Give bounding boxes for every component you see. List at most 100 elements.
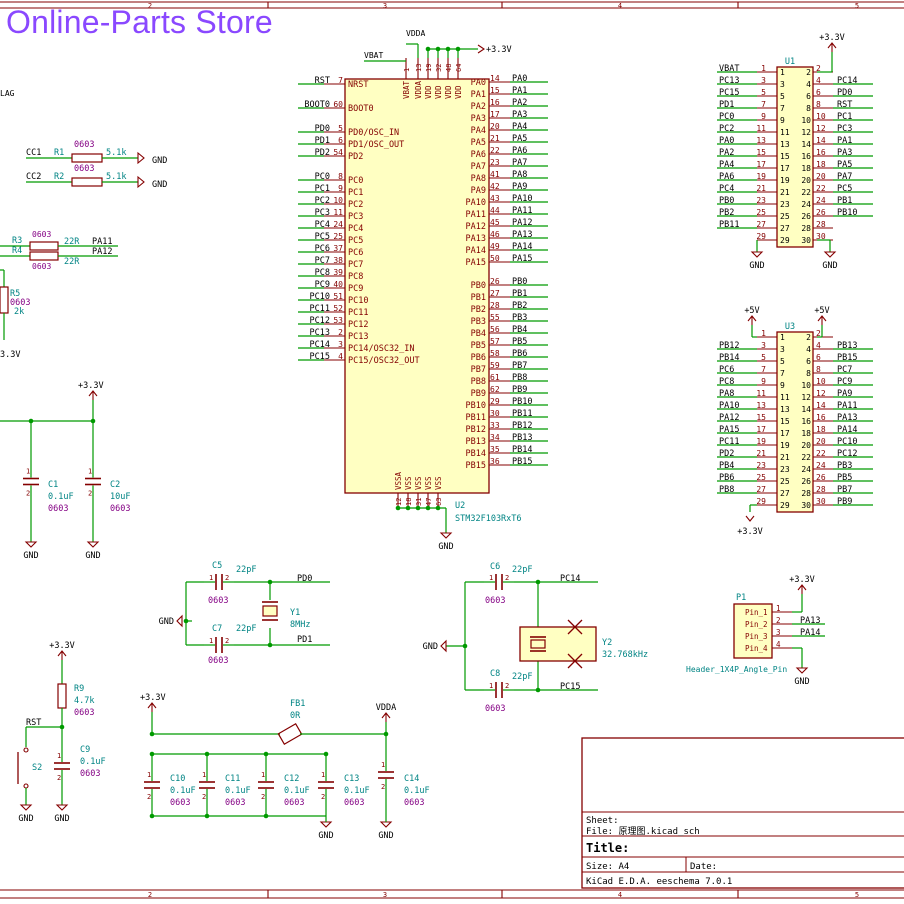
net-label: PA9 xyxy=(512,182,527,192)
pin-name: PA0 xyxy=(471,78,486,88)
mcu-body xyxy=(344,78,490,494)
pin-number-inner: 30 xyxy=(801,236,811,245)
pin-number: 15 xyxy=(490,86,500,95)
junction-dot xyxy=(149,731,155,737)
pin-name: PB9 xyxy=(471,389,486,399)
net-label: PC13 xyxy=(719,76,739,86)
gnd-symbol xyxy=(176,614,183,628)
pin-number-inner: 29 xyxy=(780,501,790,510)
pin-name: PA14 xyxy=(466,246,486,256)
pin-number-inner: 27 xyxy=(780,224,790,233)
pin-number-inner: 25 xyxy=(780,212,790,221)
gnd-symbol xyxy=(137,151,145,165)
ref-designator: C8 xyxy=(490,669,500,679)
ref-designator: U1 xyxy=(785,57,795,67)
pin-number: 31 xyxy=(415,498,423,506)
pin-number-inner: 21 xyxy=(780,453,790,462)
ferrite-bead xyxy=(277,722,303,746)
pin-number: 11 xyxy=(756,124,766,133)
pin-name: PA9 xyxy=(471,186,486,196)
pin-number-inner: 20 xyxy=(801,176,811,185)
frame-column-number: 4 xyxy=(618,2,622,10)
junction-dot xyxy=(455,46,461,52)
gnd-label: GND xyxy=(378,831,393,841)
net-label: PA5 xyxy=(837,160,852,170)
pin-number: 48 xyxy=(445,64,453,72)
net-label: PB13 xyxy=(837,341,857,351)
resistor-body xyxy=(29,241,59,251)
pin-number: 2 xyxy=(88,490,92,498)
net-label: VDDA xyxy=(406,29,425,38)
pin-number: 4 xyxy=(338,352,343,361)
resistor-body xyxy=(71,177,103,187)
pin-number-inner: 11 xyxy=(780,393,790,402)
net-label: PA12 xyxy=(92,247,112,257)
frame-column-number: 5 xyxy=(855,2,859,10)
pin-number: 1 xyxy=(261,771,265,779)
pin-number: 2 xyxy=(776,616,781,625)
pin-number: 29 xyxy=(490,397,500,406)
part-value: 0.1uF xyxy=(225,786,251,796)
pin-number: 1 xyxy=(57,752,61,760)
pin-number: 1 xyxy=(209,574,213,582)
pin-number-inner: 29 xyxy=(780,236,790,245)
net-label: PA10 xyxy=(512,194,532,204)
net-label: PA15 xyxy=(719,425,739,435)
net-label: PA4 xyxy=(719,160,734,170)
gnd-symbol xyxy=(19,804,33,811)
ref-designator: C12 xyxy=(284,774,299,784)
footprint: 0603 xyxy=(32,262,51,271)
pin-number: 21 xyxy=(756,449,766,458)
pin-number: 30 xyxy=(490,409,500,418)
pin-name: PC14/OSC32_IN xyxy=(348,344,415,354)
pin-number: 27 xyxy=(490,289,500,298)
frame-column-number: 3 xyxy=(383,891,387,899)
gnd-label: GND xyxy=(794,677,809,687)
net-label: PC5 xyxy=(837,184,852,194)
switch-contact xyxy=(23,783,29,789)
net-label: PC15 xyxy=(719,88,739,98)
net-label: PD1 xyxy=(315,136,330,146)
net-label: PA11 xyxy=(837,401,857,411)
pin-number: 49 xyxy=(490,242,500,251)
net-label: PA12 xyxy=(719,413,739,423)
net-label: PD1 xyxy=(297,635,312,645)
pin-name: BOOT0 xyxy=(348,104,374,114)
power-label: VDDA xyxy=(376,703,396,713)
gnd-label: GND xyxy=(54,814,69,824)
pin-number: 36 xyxy=(490,457,500,466)
footprint: 0603 xyxy=(110,504,130,514)
pin-name: PB1 xyxy=(471,293,486,303)
net-label: PC12 xyxy=(837,449,857,459)
pin-number: 47 xyxy=(425,498,433,506)
pin-name: PA11 xyxy=(466,210,486,220)
net-label: PB10 xyxy=(837,208,857,218)
pin-number-inner: 23 xyxy=(780,465,790,474)
part-value: 0.1uF xyxy=(48,492,74,502)
net-label: PD2 xyxy=(315,148,330,158)
pin-number: 13 xyxy=(415,64,423,72)
pin-number: 1 xyxy=(489,574,493,582)
footprint: 0603 xyxy=(485,704,505,714)
net-label: PA1 xyxy=(837,136,852,146)
pin-number-inner: 17 xyxy=(780,429,790,438)
pin-number: 42 xyxy=(490,182,500,191)
pin-number: 28 xyxy=(490,301,500,310)
net-label: PB13 xyxy=(512,433,532,443)
pin-number: 4 xyxy=(816,76,821,85)
pin-number: 45 xyxy=(490,218,500,227)
size-label: Size: A4 xyxy=(586,862,629,872)
footprint: 0603 xyxy=(74,140,94,150)
pin-name: PB4 xyxy=(471,329,486,339)
ref-designator: R4 xyxy=(12,246,22,256)
power-arrow xyxy=(797,584,807,591)
gnd-label: GND xyxy=(822,261,837,271)
junction-dot xyxy=(204,813,210,819)
pin-number: 14 xyxy=(816,401,826,410)
net-label: RST xyxy=(26,718,41,728)
pin-number-inner: 22 xyxy=(801,188,811,197)
net-label: PA8 xyxy=(719,389,734,399)
pin-number: 2 xyxy=(225,574,229,582)
resistor-body xyxy=(0,286,9,314)
gnd-label: GND xyxy=(749,261,764,271)
